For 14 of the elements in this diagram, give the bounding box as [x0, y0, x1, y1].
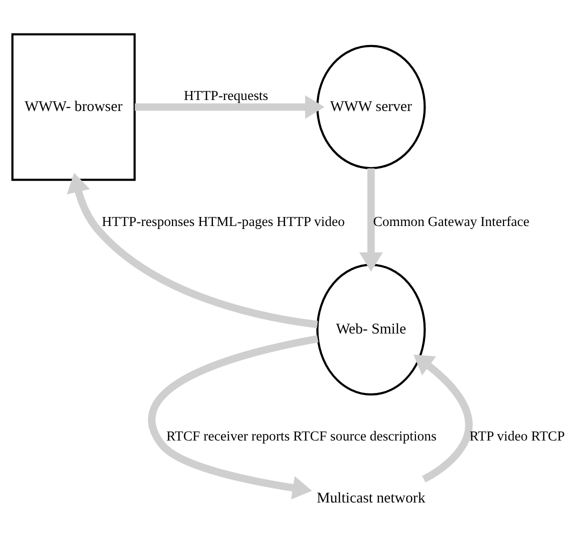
node-text: Multicast network: [316, 490, 426, 506]
node-ellipse: Web- Smile: [316, 263, 426, 396]
arrow: [413, 354, 473, 482]
edge-label: Common Gateway Interface: [373, 213, 530, 228]
arrow: [66, 172, 318, 328]
arrow: [134, 94, 324, 118]
node-box: WWW- browser: [11, 32, 136, 180]
edge-label: HTTP-requests: [184, 88, 268, 103]
edge-label: RTCF receiver reports RTCF source descriptions: [166, 428, 436, 444]
edge-label: HTTP-responses HTML-pages HTTP video: [102, 213, 345, 228]
edge-label: RTP video RTCP: [470, 428, 565, 444]
arrow: [148, 334, 318, 500]
node-ellipse: WWW server: [316, 44, 426, 169]
arrow: [359, 168, 383, 272]
